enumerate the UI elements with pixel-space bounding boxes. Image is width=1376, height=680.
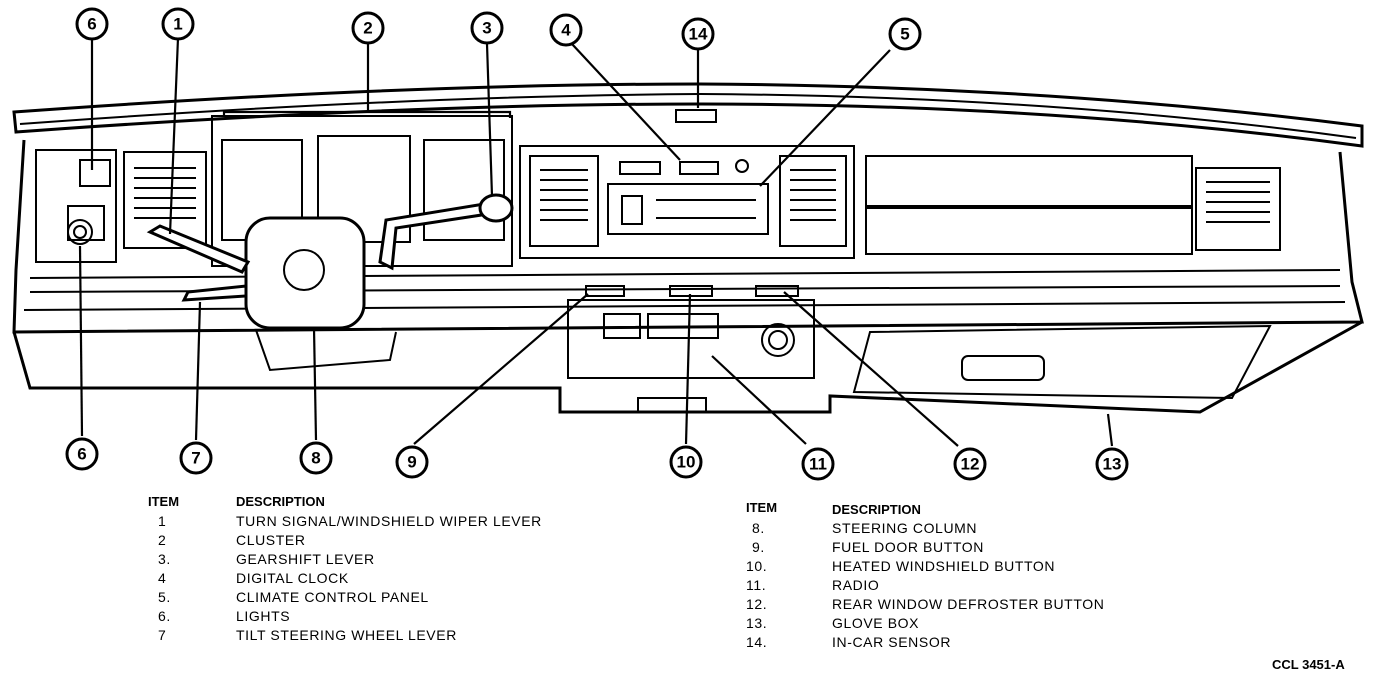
legend-text: CLIMATE CONTROL PANEL bbox=[236, 589, 429, 605]
callout-4: 4 bbox=[549, 13, 583, 47]
legend-text: GEARSHIFT LEVER bbox=[236, 551, 375, 567]
legend-num: 8. bbox=[752, 520, 765, 536]
svg-text:3: 3 bbox=[482, 19, 491, 38]
legend-num: 6. bbox=[158, 608, 171, 624]
svg-text:10: 10 bbox=[677, 453, 696, 472]
steering-column bbox=[244, 216, 366, 330]
glove-box bbox=[852, 324, 1272, 400]
legend-num: 10. bbox=[746, 558, 768, 574]
legend-num: 13. bbox=[746, 615, 768, 631]
legend-description-header: DESCRIPTION bbox=[236, 494, 325, 509]
callout-9: 9 bbox=[395, 445, 429, 479]
climate-control-panel bbox=[607, 183, 769, 235]
lights-panel bbox=[35, 149, 117, 263]
svg-text:6: 6 bbox=[87, 15, 96, 34]
turn-signal-lever bbox=[146, 224, 251, 274]
legend-text: GLOVE BOX bbox=[832, 615, 920, 631]
dashboard-drawing: 6 1 2 3 4 14 5 6 7 8 9 10 11 12 13 bbox=[12, 7, 1364, 481]
radio bbox=[567, 299, 815, 379]
legend-num: 11. bbox=[746, 577, 767, 593]
fuel-door-button bbox=[585, 285, 625, 297]
callout-6-top: 6 bbox=[75, 7, 109, 41]
tilt-lever bbox=[181, 284, 248, 302]
legend-description-header: DESCRIPTION bbox=[832, 502, 921, 517]
legend-text: REAR WINDOW DEFROSTER BUTTON bbox=[832, 596, 1105, 612]
svg-text:1: 1 bbox=[173, 15, 182, 34]
callout-11: 11 bbox=[801, 447, 835, 481]
callout-13: 13 bbox=[1095, 447, 1129, 481]
figure-code: CCL 3451-A bbox=[1272, 657, 1345, 672]
svg-text:7: 7 bbox=[191, 449, 200, 468]
callout-10: 10 bbox=[669, 445, 703, 479]
legend-item-header: ITEM bbox=[148, 494, 180, 509]
lights-knob bbox=[67, 219, 93, 245]
callout-6-bottom: 6 bbox=[65, 437, 99, 471]
center-stack bbox=[519, 145, 855, 259]
digital-clock bbox=[679, 161, 719, 175]
legend-num: 12. bbox=[746, 596, 768, 612]
leader-lines bbox=[78, 37, 1114, 447]
legend-text: HEATED WINDSHIELD BUTTON bbox=[832, 558, 1056, 574]
left-vent bbox=[123, 151, 207, 249]
legend-text: IN-CAR SENSOR bbox=[832, 634, 952, 650]
callout-3: 3 bbox=[470, 11, 504, 45]
callout-7: 7 bbox=[179, 441, 213, 475]
callout-1: 1 bbox=[161, 7, 195, 41]
dash-top-pad bbox=[12, 82, 1364, 148]
legend-text: RADIO bbox=[832, 577, 880, 593]
legend-text: FUEL DOOR BUTTON bbox=[832, 539, 984, 555]
svg-text:5: 5 bbox=[900, 25, 909, 44]
legend-text: DIGITAL CLOCK bbox=[236, 570, 349, 586]
callout-12: 12 bbox=[953, 447, 987, 481]
legend-num: 7 bbox=[158, 627, 167, 643]
callout-5: 5 bbox=[888, 17, 922, 51]
legend-text: STEERING COLUMN bbox=[832, 520, 978, 536]
svg-text:6: 6 bbox=[77, 445, 86, 464]
legend-num: 14. bbox=[746, 634, 768, 650]
svg-text:4: 4 bbox=[561, 21, 571, 40]
dash-body bbox=[12, 139, 1364, 334]
legend-text: LIGHTS bbox=[236, 608, 291, 624]
callout-8: 8 bbox=[299, 441, 333, 475]
svg-text:13: 13 bbox=[1103, 455, 1122, 474]
legend-num: 3. bbox=[158, 551, 171, 567]
callout-2: 2 bbox=[351, 11, 385, 45]
right-vent bbox=[1195, 167, 1281, 251]
svg-text:14: 14 bbox=[689, 25, 708, 44]
gearshift-lever bbox=[378, 202, 491, 271]
legend-text: TILT STEERING WHEEL LEVER bbox=[236, 627, 457, 643]
legend-num: 1 bbox=[158, 513, 167, 529]
svg-text:11: 11 bbox=[809, 455, 827, 474]
in-car-sensor bbox=[675, 109, 717, 123]
svg-text:8: 8 bbox=[311, 449, 320, 468]
legend-num: 4 bbox=[158, 570, 167, 586]
svg-text:2: 2 bbox=[363, 19, 372, 38]
callout-14: 14 bbox=[681, 17, 715, 51]
legend-num: 9. bbox=[752, 539, 765, 555]
legend-num: 2 bbox=[158, 532, 167, 548]
legend-text: CLUSTER bbox=[236, 532, 306, 548]
svg-text:9: 9 bbox=[407, 453, 416, 472]
legend-num: 5. bbox=[158, 589, 171, 605]
rear-defroster-button bbox=[755, 285, 799, 297]
legend-text: TURN SIGNAL/WINDSHIELD WIPER LEVER bbox=[236, 513, 542, 529]
legend-item-header: ITEM bbox=[746, 500, 778, 515]
svg-text:12: 12 bbox=[961, 455, 980, 474]
